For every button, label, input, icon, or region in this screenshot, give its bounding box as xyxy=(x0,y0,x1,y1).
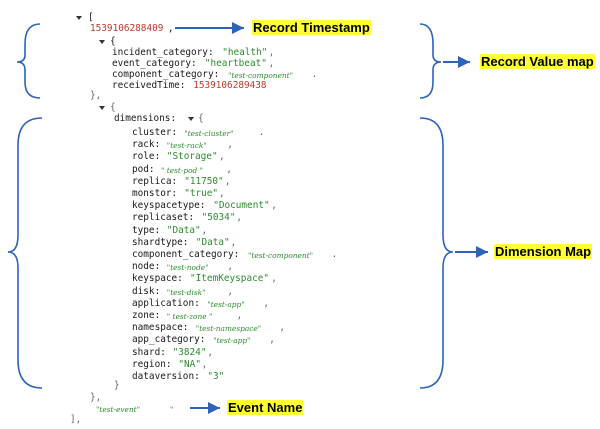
field-tail: , xyxy=(236,212,243,224)
field-value: "NA" xyxy=(178,358,201,370)
field-tail: , xyxy=(226,163,232,175)
field-key: receivedTime: xyxy=(112,80,186,91)
dimension-map-left-brace xyxy=(7,117,43,389)
value-map-open: { xyxy=(110,36,116,47)
field-key: replica: xyxy=(132,175,178,187)
field-key: application: xyxy=(132,297,200,309)
field-key: replicaset: xyxy=(132,212,195,224)
dimensions-wrapper-open: { xyxy=(110,102,116,113)
field-tail: , xyxy=(271,273,277,285)
field-tail: . xyxy=(258,127,265,138)
field-value: "test-rack" xyxy=(166,141,207,151)
field-key: cluster: xyxy=(132,127,178,138)
field-key: keyspacetype: xyxy=(132,200,206,212)
field-key: node: xyxy=(132,261,161,273)
field-tail: , xyxy=(279,322,286,334)
value-map-left-brace xyxy=(16,23,41,99)
field-value: " test-zone " xyxy=(166,312,213,321)
field-tail: , xyxy=(268,47,275,58)
field-tail: , xyxy=(224,175,231,187)
dimensions-wrapper-close: }, xyxy=(90,392,102,403)
field-value: "test-cluster" xyxy=(184,129,234,138)
field-value: "true" xyxy=(184,188,219,199)
field-value: "health" xyxy=(222,47,268,58)
field-key: component_category: xyxy=(112,69,220,80)
record-value-map-label: Record Value map xyxy=(480,54,595,69)
collapse-arrow-icon[interactable] xyxy=(99,106,105,110)
field-value: "Data" xyxy=(195,236,230,248)
timestamp-comma: , xyxy=(168,23,174,34)
field-value: "Document" xyxy=(213,200,270,212)
field-tail: , xyxy=(207,346,214,358)
field-tail: , xyxy=(263,297,270,309)
event-name-value: "test-event" xyxy=(96,405,141,414)
field-value: 1539106289438 xyxy=(193,80,267,91)
field-key: component_category: xyxy=(132,249,240,260)
field-value: "test-app" xyxy=(207,299,245,309)
dimensions-close: } xyxy=(114,380,120,391)
field-value: "Storage" xyxy=(166,151,218,163)
field-tail: , xyxy=(219,188,225,199)
field-tail: , xyxy=(268,58,275,69)
collapse-arrow-icon[interactable] xyxy=(188,117,194,121)
field-key: shard: xyxy=(132,346,166,358)
field-key: keyspace: xyxy=(132,273,183,285)
field-tail: , xyxy=(269,334,275,346)
record-timestamp-value: 1539106288409 xyxy=(90,23,164,34)
field-tail: , xyxy=(230,236,237,248)
field-key: role: xyxy=(132,151,161,163)
field-tail: , xyxy=(227,261,234,273)
field-key: dataversion: xyxy=(132,371,200,382)
collapse-arrow-icon[interactable] xyxy=(99,40,105,44)
field-tail: , xyxy=(236,310,243,321)
field-tail: . xyxy=(311,69,318,80)
field-tail: , xyxy=(219,151,225,163)
field-key: event_category: xyxy=(112,58,197,69)
close-bracket: ], xyxy=(70,414,82,425)
dimension-map-right-brace xyxy=(419,117,454,389)
field-tail: , xyxy=(271,200,277,212)
field-value: "test-component" xyxy=(228,71,294,80)
value-map-close: }, xyxy=(90,90,102,101)
dimension-map-label: Dimension Map xyxy=(494,244,593,259)
field-value: "ItemKeyspace" xyxy=(190,273,270,285)
field-key: namespace: xyxy=(132,322,189,334)
collapse-arrow-icon[interactable] xyxy=(76,16,82,20)
field-value: "test-disk" xyxy=(166,287,206,297)
field-key: shardtype: xyxy=(132,236,189,248)
record-timestamp-label: Record Timestamp xyxy=(252,20,371,35)
field-value: " test-pod " xyxy=(161,165,204,175)
field-value: "test-component" xyxy=(248,251,314,260)
field-tail: , xyxy=(201,224,208,236)
field-key: monstor: xyxy=(132,188,178,199)
field-value: "3" xyxy=(207,371,225,382)
field-key: pod: xyxy=(132,163,155,175)
field-value: "5034" xyxy=(201,212,236,224)
event-name-label: Event Name xyxy=(227,400,304,415)
field-tail: . xyxy=(331,249,338,260)
field-key: rack: xyxy=(132,139,161,151)
field-value: "heartbeat" xyxy=(204,58,267,69)
field-key: disk: xyxy=(132,285,161,297)
dimensions-open: { xyxy=(198,113,204,124)
field-value: "11750" xyxy=(184,175,224,187)
field-tail: , xyxy=(227,139,234,151)
field-key: zone: xyxy=(132,310,161,321)
field-key: incident_category: xyxy=(112,47,214,58)
field-key: type: xyxy=(132,224,161,236)
field-key: region: xyxy=(132,358,172,370)
field-value: "test-node" xyxy=(166,263,209,273)
open-bracket: [ xyxy=(88,12,94,23)
field-value: "test-app" xyxy=(213,336,251,346)
event-name-tail: " xyxy=(170,405,174,414)
field-value: "Data" xyxy=(166,224,201,236)
field-value: "test-namespace" xyxy=(195,324,262,334)
field-tail: , xyxy=(201,358,208,370)
field-value: "3824" xyxy=(172,346,207,358)
value-map-right-brace xyxy=(419,23,442,99)
field-tail: , xyxy=(227,285,234,297)
dimensions-key: dimensions: xyxy=(114,113,177,124)
field-key: app_category: xyxy=(132,334,206,346)
